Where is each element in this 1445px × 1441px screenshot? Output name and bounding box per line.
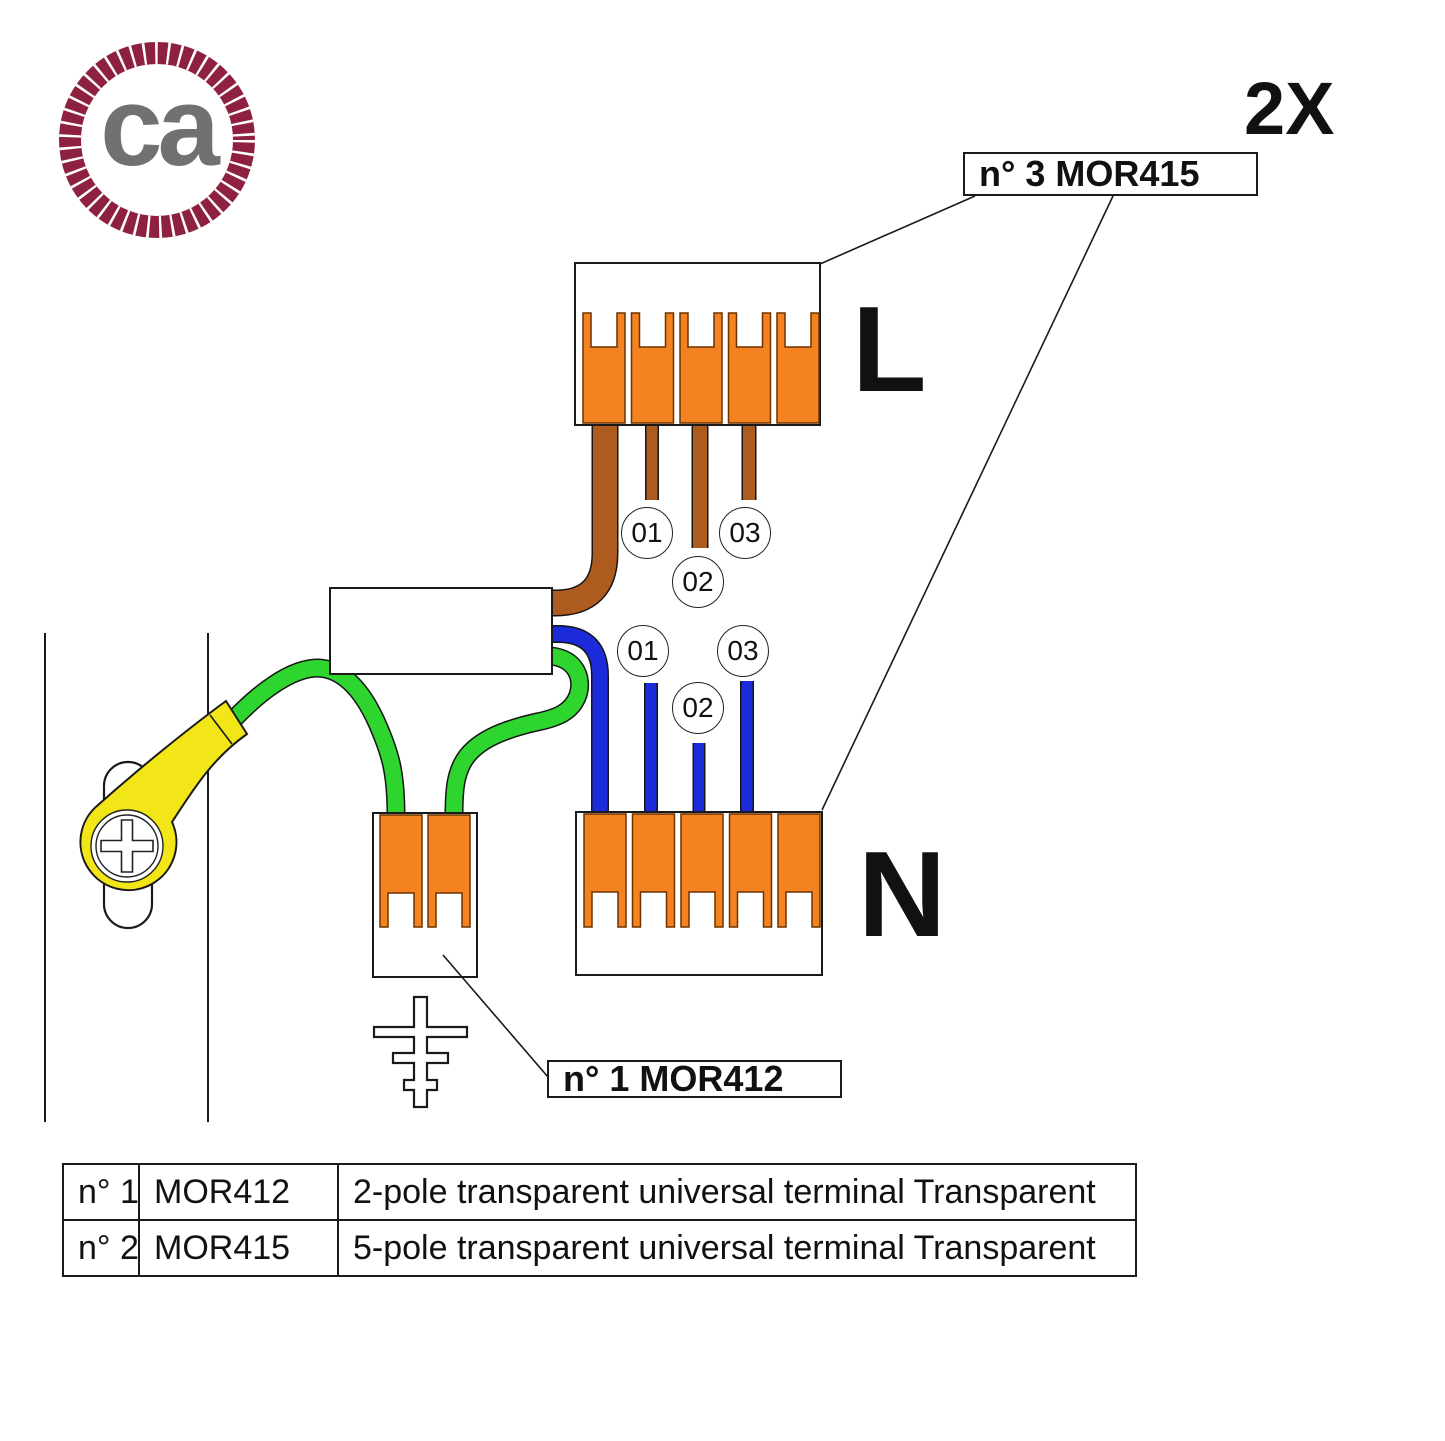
- table-row: n° 2 MOR415 5-pole transparent universal…: [62, 1219, 1137, 1277]
- live-marker-03: 03: [719, 507, 771, 559]
- rope-ring-twists: [59, 42, 255, 238]
- terminal-pole: [777, 813, 821, 928]
- lug-collar-line: [209, 714, 233, 745]
- terminal-neutral-letter: N: [858, 826, 947, 962]
- callout-mor412-text: n° 1 MOR412: [563, 1058, 784, 1099]
- ground-symbol-icon: [372, 995, 469, 1109]
- legend-table: n° 1 MOR412 2-pole transparent universal…: [62, 1163, 1137, 1277]
- earth-wire2-outline: [444, 646, 590, 817]
- terminal-pole: [582, 312, 626, 424]
- neutral-marker-03: 03: [717, 625, 769, 677]
- logo-rope-ring: [59, 42, 255, 238]
- terminal-pole: [680, 813, 724, 928]
- leader-line-mor412: [442, 954, 549, 1078]
- legend-no: n° 1: [62, 1163, 140, 1221]
- live-wire-main: [551, 423, 617, 615]
- legend-no: n° 2: [62, 1219, 140, 1277]
- terminal-pole: [728, 813, 773, 928]
- terminal-pole: [427, 814, 471, 928]
- connector-body: [329, 587, 553, 675]
- live-marker-01: 01: [621, 507, 673, 559]
- legend-code: MOR412: [138, 1163, 339, 1221]
- terminal-pole: [583, 813, 627, 928]
- terminal-pole: [379, 814, 423, 928]
- terminal-live-letter: L: [852, 281, 927, 417]
- terminal-pole: [630, 312, 675, 424]
- screw-cross-icon: [100, 819, 154, 873]
- terminal-pole: [631, 813, 676, 928]
- terminal-pole: [679, 312, 723, 424]
- leader-line-mor415-to-l: [819, 195, 976, 265]
- neutral-marker-02: 02: [672, 682, 724, 734]
- callout-mor415: n° 3 MOR415: [963, 152, 1258, 196]
- earth-wire-connector: [446, 648, 588, 817]
- quantity-label: 2X: [1244, 67, 1335, 150]
- terminal-pole: [776, 312, 820, 424]
- callout-mor412: n° 1 MOR412: [547, 1058, 842, 1099]
- legend-desc: 2-pole transparent universal terminal Tr…: [337, 1163, 1137, 1221]
- legend-desc: 5-pole transparent universal terminal Tr…: [337, 1219, 1137, 1277]
- leader-line-mor415-to-n: [821, 195, 1114, 811]
- neutral-marker-01: 01: [617, 625, 669, 677]
- table-row: n° 1 MOR412 2-pole transparent universal…: [62, 1163, 1137, 1221]
- brand-logo: ca: [100, 64, 220, 189]
- live-marker-02: 02: [672, 556, 724, 608]
- callout-mor415-text: n° 3 MOR415: [979, 153, 1200, 194]
- legend-code: MOR415: [138, 1219, 339, 1277]
- terminal-live-5pole: [574, 262, 821, 426]
- terminal-earth-2pole: [372, 812, 478, 978]
- terminal-pole: [727, 312, 772, 424]
- earth-ring-terminal: [79, 699, 249, 892]
- neutral-wire-main: [551, 626, 608, 814]
- terminal-neutral-5pole: [575, 811, 823, 976]
- earth-wire-lug: [228, 659, 404, 817]
